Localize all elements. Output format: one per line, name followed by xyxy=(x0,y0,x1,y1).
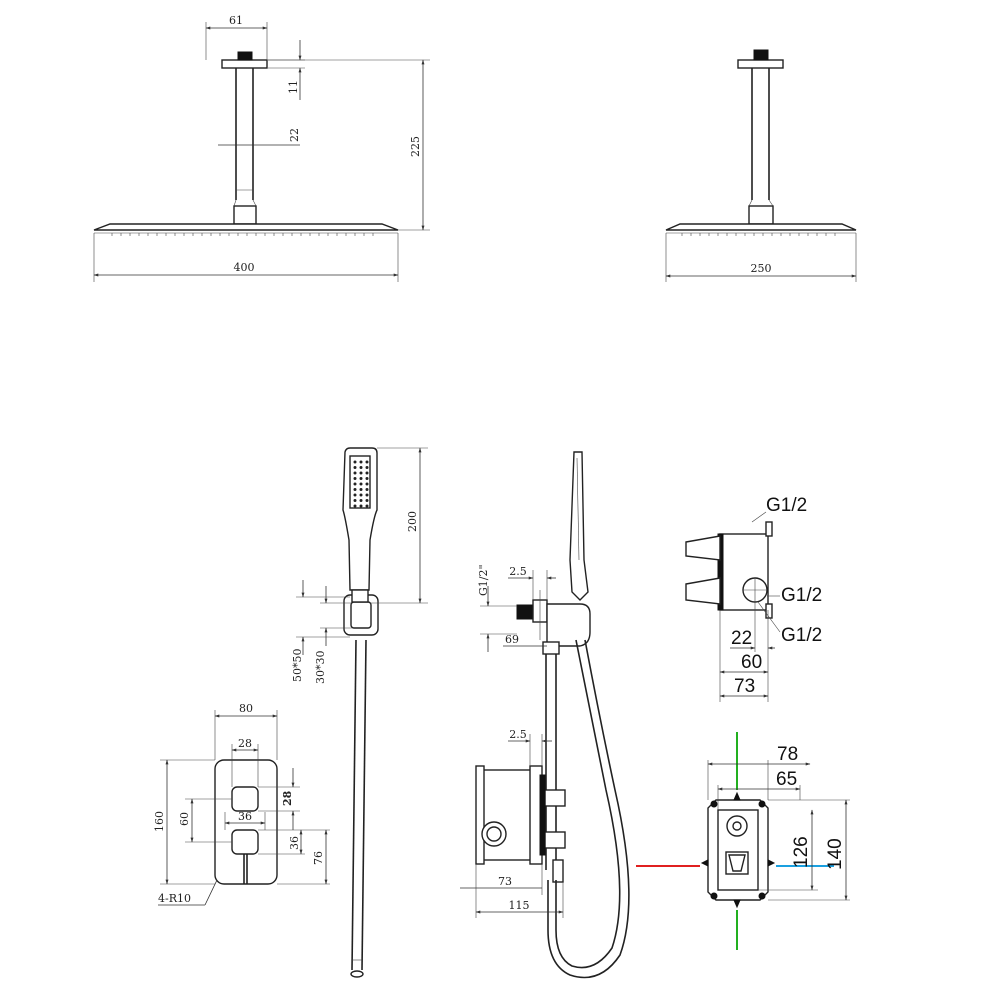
dim-69: 69 xyxy=(505,633,519,646)
dim-22: 22 xyxy=(288,128,301,142)
dim-65: 65 xyxy=(776,769,797,790)
dim-225: 225 xyxy=(409,136,422,157)
label-4-r10: 4-R10 xyxy=(158,892,191,905)
dim-36-h: 36 xyxy=(288,836,301,850)
dim-160: 160 xyxy=(153,811,166,832)
label-g12-bot: G1/2 xyxy=(781,625,822,646)
dim-80: 80 xyxy=(239,702,253,715)
dim-60-box: 60 xyxy=(741,652,762,673)
front-view-dimensions: 61 11 22 225 400 xyxy=(93,14,430,282)
valve-box-front-dimensions: 78 65 126 140 xyxy=(707,744,850,901)
dim-11: 11 xyxy=(287,80,300,94)
hand-shower-dimensions: 200 50*50 30*30 xyxy=(291,447,428,685)
cover-plate-dimensions: 80 28 160 60 36 28 36 76 4-R10 xyxy=(153,702,330,906)
valve-box-side-dimensions: G1/2 G1/2 G1/2 22 60 73 xyxy=(719,495,822,702)
valve-box-side-view xyxy=(685,521,781,633)
dim-60: 60 xyxy=(178,812,191,826)
hand-shower-front-view xyxy=(342,447,379,978)
dim-140: 140 xyxy=(825,838,846,870)
dim-250: 250 xyxy=(751,262,772,275)
dim-61: 61 xyxy=(229,14,243,27)
side-view-dimensions: G1/2" 2.5 69 2.5 73 115 xyxy=(460,564,564,918)
dim-2.5-top: 2.5 xyxy=(509,565,527,578)
dim-2.5-body: 2.5 xyxy=(509,728,527,741)
thread-label: G1/2" xyxy=(477,564,490,596)
dim-200: 200 xyxy=(406,511,419,532)
installation-side-view xyxy=(475,451,630,979)
cover-plate-front-view xyxy=(214,759,278,885)
dim-115: 115 xyxy=(509,899,530,912)
dim-28-w: 28 xyxy=(238,737,252,750)
dim-73-box: 73 xyxy=(734,676,755,697)
dim-126: 126 xyxy=(791,836,812,868)
valve-box-front-view xyxy=(700,791,776,909)
dim-50x50: 50*50 xyxy=(291,649,304,683)
dim-28-h: 28 xyxy=(281,790,294,806)
shower-head-front-view xyxy=(93,51,399,236)
flow-lines xyxy=(636,732,834,950)
shower-head-side-view: 250 xyxy=(665,49,857,282)
dim-30x30: 30*30 xyxy=(314,651,327,685)
dim-78: 78 xyxy=(777,744,798,765)
dim-76: 76 xyxy=(312,851,325,865)
label-g12-top: G1/2 xyxy=(766,495,807,516)
dim-400: 400 xyxy=(234,261,255,274)
dim-22-box: 22 xyxy=(731,628,752,649)
dim-36-w: 36 xyxy=(238,810,252,823)
dim-73-side: 73 xyxy=(498,875,512,888)
label-g12-mid: G1/2 xyxy=(781,585,822,606)
